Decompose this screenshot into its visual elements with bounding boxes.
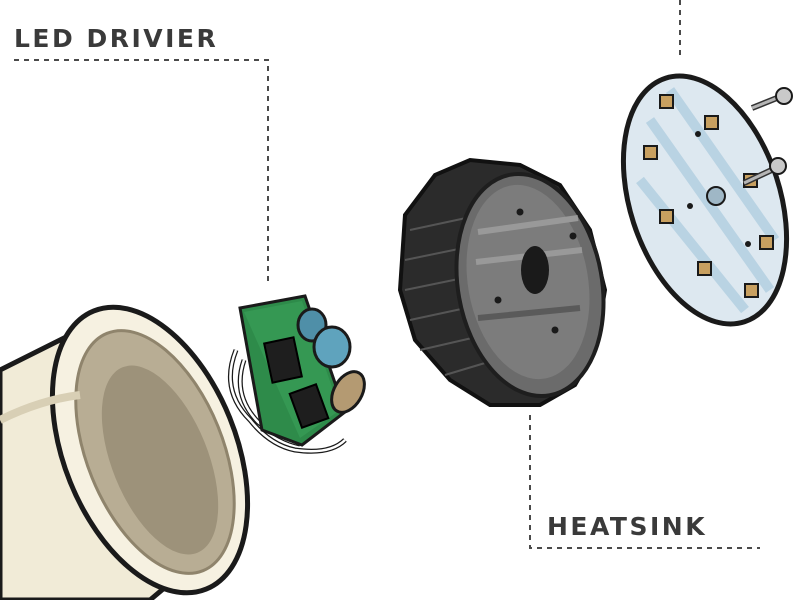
leader-lines: [14, 0, 760, 549]
led-driver-leader-line: [14, 59, 269, 285]
screw: [742, 87, 793, 186]
led-driver-label: LED DRIVIER: [14, 24, 219, 53]
heatsink-leader-line: [529, 415, 760, 549]
led-board: [620, 73, 790, 327]
lamp-housing: [0, 304, 251, 603]
heatsink-label: HEATSINK: [547, 512, 708, 541]
heatsink: [397, 157, 608, 407]
led-driver-board: [227, 294, 366, 454]
